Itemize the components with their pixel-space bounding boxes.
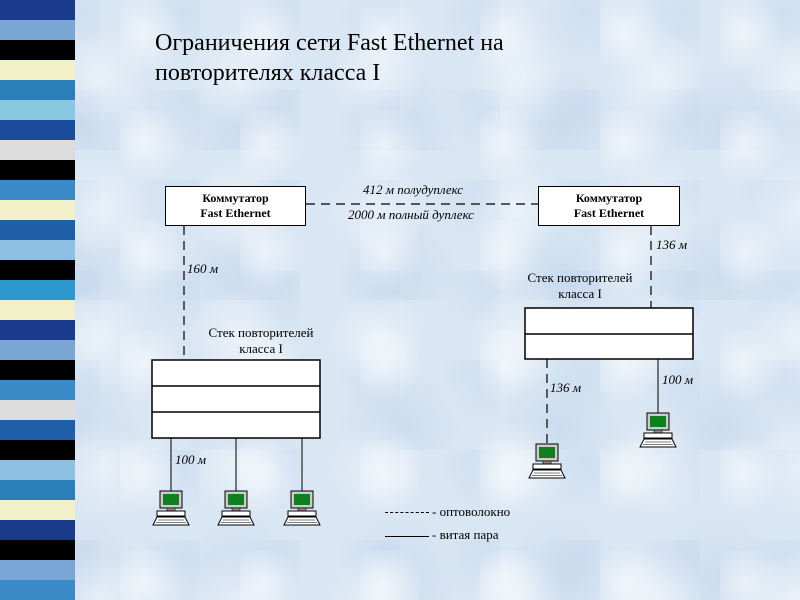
strip-band <box>0 460 75 481</box>
strip-band <box>0 340 75 361</box>
strip-band <box>0 540 75 561</box>
strip-band <box>0 400 75 421</box>
label-right-stack-copper: 100 м <box>662 372 694 387</box>
strip-band <box>0 120 75 141</box>
switch-left: Коммутатор Fast Ethernet <box>165 186 306 226</box>
stack-label-right: Стек повторителей класса I <box>505 270 655 302</box>
strip-band <box>0 180 75 201</box>
slide-title-line1: Ограничения сети Fast Ethernet на <box>155 30 504 56</box>
strip-band <box>0 380 75 401</box>
strip-band <box>0 320 75 341</box>
label-full-duplex: 2000 м полный дуплекс <box>348 207 474 222</box>
computer-icon <box>639 412 677 448</box>
stack-label-right-line1: Стек повторителей <box>527 270 633 285</box>
label-right-switch-stack: 136 м <box>656 237 688 252</box>
strip-band <box>0 280 75 301</box>
switch-left-line1: Коммутатор <box>202 191 269 205</box>
computer-icon <box>528 443 566 479</box>
decorative-strip <box>0 0 75 600</box>
switch-right-line2: Fast Ethernet <box>573 206 645 220</box>
label-left-switch-stack: 160 м <box>187 261 219 276</box>
stack-label-left-line1: Стек повторителей <box>208 325 314 340</box>
strip-band <box>0 240 75 261</box>
stack-label-right-line2: класса I <box>558 286 602 301</box>
legend-twisted-pair-label: - витая пара <box>432 527 499 542</box>
legend-fiber-label: - оптоволокно <box>432 504 511 519</box>
strip-band <box>0 60 75 81</box>
computer-icon <box>217 490 255 526</box>
label-left-stack-pc: 100 м <box>175 452 207 467</box>
strip-band <box>0 160 75 181</box>
strip-band <box>0 220 75 241</box>
strip-band <box>0 360 75 381</box>
slide-title-line2: повторителях класса I <box>155 60 381 86</box>
label-half-duplex: 412 м полудуплекс <box>363 182 463 197</box>
strip-band <box>0 500 75 521</box>
slide-title: Ограничения сети Fast Ethernet на повтор… <box>155 28 605 88</box>
strip-band <box>0 560 75 581</box>
strip-band <box>0 480 75 501</box>
strip-band <box>0 100 75 121</box>
strip-band <box>0 200 75 221</box>
computer-icon <box>283 490 321 526</box>
strip-band <box>0 520 75 541</box>
stack-label-left-line2: класса I <box>239 341 283 356</box>
left-repeater-stack <box>151 359 321 439</box>
strip-band <box>0 40 75 61</box>
switch-right: Коммутатор Fast Ethernet <box>538 186 680 226</box>
switch-left-line2: Fast Ethernet <box>200 206 271 220</box>
stack-label-left: Стек повторителей класса I <box>186 325 336 357</box>
strip-band <box>0 260 75 281</box>
legend-twisted-pair-line <box>385 536 429 537</box>
label-right-stack-fiber: 136 м <box>550 380 582 395</box>
strip-band <box>0 580 75 600</box>
strip-band <box>0 300 75 321</box>
strip-band <box>0 0 75 21</box>
strip-band <box>0 80 75 101</box>
strip-band <box>0 420 75 441</box>
legend-fiber-line <box>385 512 429 513</box>
strip-band <box>0 140 75 161</box>
right-repeater-stack <box>524 307 694 360</box>
strip-band <box>0 20 75 41</box>
computer-icon <box>152 490 190 526</box>
strip-band <box>0 440 75 461</box>
switch-right-line1: Коммутатор <box>575 191 643 205</box>
